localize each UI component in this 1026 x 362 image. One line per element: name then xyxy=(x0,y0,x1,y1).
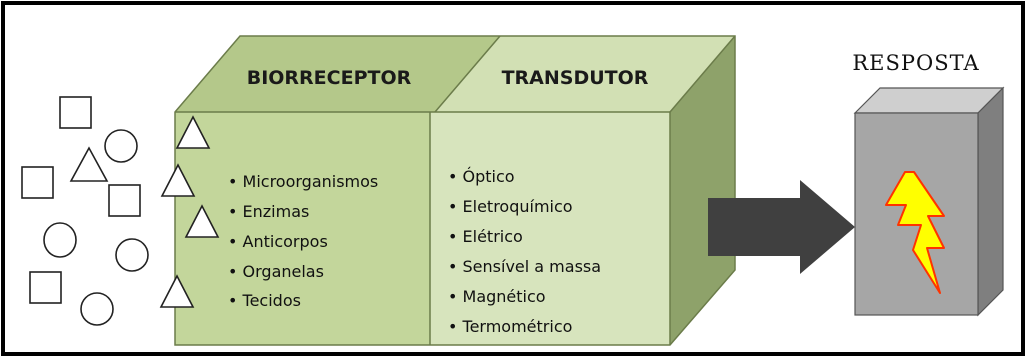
transdutor-item: • Eletroquímico xyxy=(448,197,573,216)
receptor-triangle xyxy=(184,204,220,238)
biorreceptor-item: • Microorganismos xyxy=(228,172,378,191)
analyte-triangle xyxy=(69,146,109,182)
biorreceptor-top-face xyxy=(175,36,500,112)
receptor-triangles xyxy=(159,115,220,308)
analyte-circle xyxy=(104,129,138,163)
biorreceptor-item: • Organelas xyxy=(228,262,324,281)
analyte-circle xyxy=(43,222,77,258)
biorreceptor-front-face xyxy=(175,112,430,345)
transdutor-item: • Óptico xyxy=(448,167,515,186)
transdutor-item: • Termométrico xyxy=(448,317,572,336)
transdutor-list: • Óptico • Eletroquímico • Elétrico • Se… xyxy=(448,167,601,336)
receptor-triangle xyxy=(160,163,196,197)
transdutor-side-face xyxy=(670,36,735,345)
resposta-title: RESPOSTA xyxy=(852,51,979,75)
biorreceptor-title: BIORRECEPTOR xyxy=(247,67,412,89)
biorreceptor-item: • Enzimas xyxy=(228,202,309,221)
analyte-square xyxy=(21,166,54,199)
box-outline xyxy=(174,35,736,346)
analyte-circle xyxy=(80,292,114,326)
analyte-shapes xyxy=(21,96,149,326)
receptor-triangle xyxy=(175,115,211,149)
signal-arrow xyxy=(708,180,855,274)
receptor-triangle xyxy=(159,274,195,308)
analyte-square xyxy=(108,184,141,217)
device-top-face xyxy=(853,87,1005,114)
analyte-square xyxy=(59,96,92,129)
biorreceptor-item: • Tecidos xyxy=(228,291,301,310)
transdutor-item: • Elétrico xyxy=(448,227,523,246)
analyte-square xyxy=(29,271,62,304)
transdutor-title: TRANSDUTOR xyxy=(502,67,649,89)
transdutor-item: • Magnético xyxy=(448,287,546,306)
transdutor-top-face xyxy=(435,36,735,112)
transdutor-front-face xyxy=(430,112,670,345)
device-side-face xyxy=(977,86,1004,317)
lightning-icon xyxy=(885,171,945,294)
transdutor-item: • Sensível a massa xyxy=(448,257,601,276)
analyte-circle xyxy=(115,238,149,272)
biorreceptor-item: • Anticorpos xyxy=(228,232,328,251)
biorreceptor-list: • Microorganismos • Enzimas • Anticorpos… xyxy=(228,172,378,310)
